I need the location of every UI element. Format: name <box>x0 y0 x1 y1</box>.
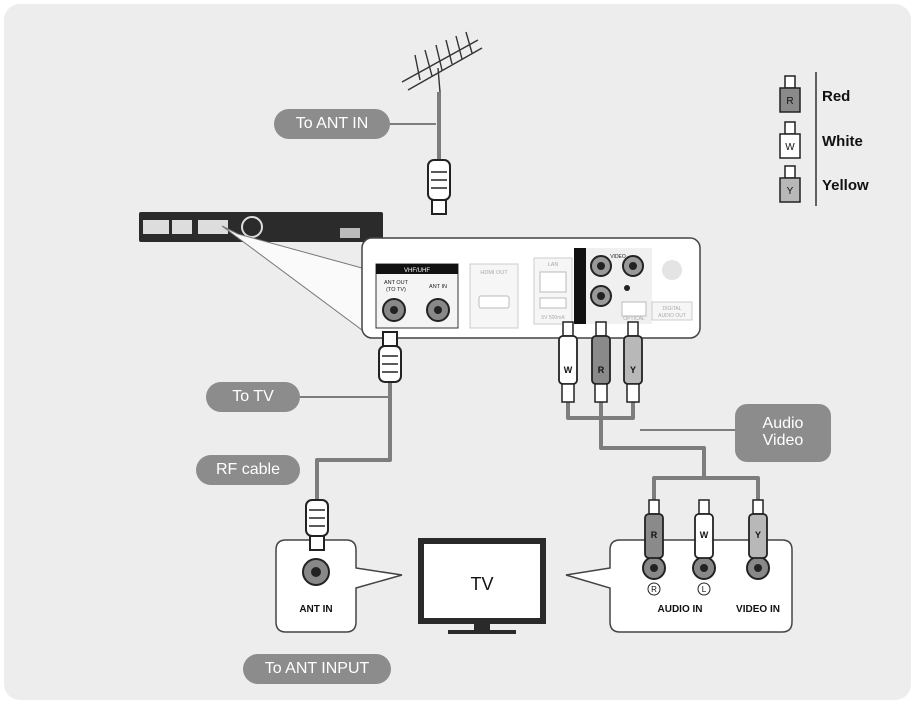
plug-r-label-bottom: R <box>651 530 658 540</box>
left-channel-mark: L <box>702 585 707 594</box>
tv-label: TV <box>470 574 493 594</box>
legend-code-y: Y <box>787 186 794 197</box>
av-cable-drop <box>599 402 706 480</box>
blu-ray-player <box>139 212 383 242</box>
optical-label: OPTICAL <box>623 316 645 322</box>
legend-label-white: White <box>822 133 863 150</box>
plug-r-label-top: R <box>598 365 605 375</box>
rca-plug-red-bottom <box>644 499 664 559</box>
plug-y-label-bottom: Y <box>755 530 761 540</box>
plug-y-label-top: Y <box>630 365 636 375</box>
legend-plug-red <box>779 75 801 113</box>
background-panel <box>4 4 911 700</box>
audio-in-label: AUDIO IN <box>658 604 703 615</box>
right-channel-mark: R <box>651 585 657 594</box>
digital-label: DIGITAL <box>662 306 681 312</box>
legend-plug-yellow <box>779 165 801 203</box>
legend-label-red: Red <box>822 88 851 105</box>
rca-plug-yellow-bottom <box>748 499 768 559</box>
plug-w-label-top: W <box>564 365 573 375</box>
av-cable-bottom-join <box>652 476 760 500</box>
video-in-label: VIDEO IN <box>736 604 780 615</box>
ant-in-small-label: ANT IN <box>429 284 447 290</box>
video-callout-line: Video <box>762 432 804 449</box>
usb-power-label: 5V 500mA <box>541 315 565 321</box>
audio-video-callout: Audio Video <box>735 404 831 462</box>
to-ant-in-callout: To ANT IN <box>274 109 390 139</box>
rf-cable-callout: RF cable <box>196 455 300 485</box>
video-small-label: VIDEO <box>610 254 626 260</box>
to-tv-small-label: (TO TV) <box>386 287 406 293</box>
antenna-icon <box>401 31 483 93</box>
player-back-panel <box>361 237 701 339</box>
legend-label-yellow: Yellow <box>822 177 869 194</box>
rca-plug-red-top <box>591 321 611 403</box>
ant-out-label: ANT OUT <box>384 280 409 286</box>
ant-in-label: ANT IN <box>299 604 332 615</box>
to-ant-input-callout: To ANT INPUT <box>243 654 391 684</box>
lan-label: LAN <box>548 262 559 268</box>
vhf-uhf-label: VHF/UHF <box>404 268 430 274</box>
legend-plug-white <box>779 121 801 159</box>
rf-plug-top <box>427 159 451 215</box>
rf-plug-player <box>378 331 402 383</box>
tv-av-in-box <box>565 539 793 633</box>
rca-plug-white-top <box>558 321 578 403</box>
rf-plug-tv <box>305 499 329 551</box>
tv-icon <box>418 538 546 634</box>
rca-plug-white-bottom <box>694 499 714 559</box>
plug-w-label-bottom: W <box>700 530 709 540</box>
legend-code-w: W <box>785 142 795 153</box>
rf-cable <box>315 380 392 500</box>
cables <box>300 92 760 500</box>
audio-callout-line: Audio <box>762 415 804 433</box>
hdmi-out-label: HDMI OUT <box>480 270 508 276</box>
legend-code-r: R <box>786 96 793 107</box>
to-tv-callout: To TV <box>206 382 300 412</box>
audio-out-label: AUDIO OUT <box>658 313 686 319</box>
tv-ant-in-box <box>275 539 403 633</box>
rca-plug-yellow-top <box>623 321 643 403</box>
